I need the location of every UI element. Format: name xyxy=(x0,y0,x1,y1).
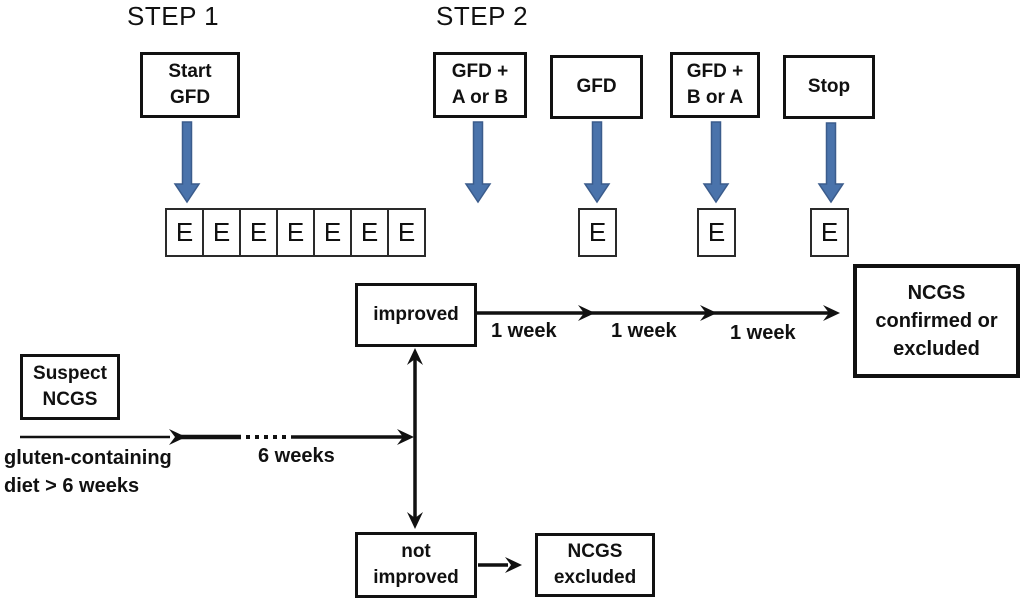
excluded-arrowhead-icon xyxy=(505,557,522,573)
e-box: E xyxy=(239,208,278,257)
not-improved-label: not xyxy=(401,541,431,562)
e-box: E xyxy=(165,208,204,257)
week-label-1: 1 week xyxy=(491,320,557,342)
up-arrowhead-improved-icon xyxy=(407,348,423,365)
e-box-gfd-b-or-a: E xyxy=(697,208,736,257)
down-arrow-stop-icon xyxy=(817,122,845,204)
week-label-2: 1 week xyxy=(611,320,677,342)
gfd-b-or-a-label: GFD + xyxy=(686,61,744,82)
down-arrow-gfd-b-or-a-icon xyxy=(702,121,730,204)
week-label-3: 1 week xyxy=(730,322,796,344)
e-box: E xyxy=(276,208,315,257)
e-row-step1: E E E E E E E xyxy=(165,208,426,257)
six-weeks-label: 6 weeks xyxy=(258,445,335,467)
ncgs-confirmed-box: NCGS confirmed or excluded xyxy=(853,264,1020,378)
down-arrow-gfd-a-or-b-icon xyxy=(464,121,492,204)
gluten-diet-note-line1: gluten-containing xyxy=(4,447,172,469)
ncgs-confirmed-label: NCGS xyxy=(907,282,966,304)
start-gfd-box: Start GFD xyxy=(140,52,240,118)
gluten-diet-note-line2: diet > 6 weeks xyxy=(4,475,140,497)
step1-label: STEP 1 xyxy=(127,1,220,31)
improved-label: improved xyxy=(373,304,459,325)
gluten-diet-note: gluten-containing diet > 6 weeks xyxy=(4,444,172,500)
stop-box: Stop xyxy=(783,55,875,119)
down-arrow-gfd-icon xyxy=(583,121,611,204)
improved-box: improved xyxy=(355,283,477,347)
start-gfd-label: Start xyxy=(168,61,212,82)
week-arrowhead-1-icon xyxy=(578,305,595,321)
week-arrowhead-2-icon xyxy=(700,305,717,321)
stop-label: Stop xyxy=(807,76,851,97)
e-box: E xyxy=(313,208,352,257)
step2-label: STEP 2 xyxy=(436,1,529,31)
not-improved-box: not improved xyxy=(355,532,477,598)
suspect-ncgs-box: Suspect NCGS xyxy=(20,354,120,420)
gfd-box: GFD xyxy=(550,55,643,119)
suspect-ncgs-label: Suspect xyxy=(33,363,107,384)
down-arrowhead-notimproved-icon xyxy=(407,512,423,529)
baseline-mid-arrowhead-icon xyxy=(169,429,186,445)
gfd-label: GFD xyxy=(576,76,617,97)
ncgs-excluded-label: NCGS xyxy=(567,541,623,562)
week-arrowhead-3-icon xyxy=(823,305,840,321)
gfd-a-or-b-label: GFD + xyxy=(451,61,509,82)
ncgs-excluded-box: NCGS excluded xyxy=(535,533,655,597)
e-box: E xyxy=(350,208,389,257)
gfd-b-or-a-box: GFD + B or A xyxy=(670,52,760,118)
baseline-end-arrowhead-icon xyxy=(397,429,414,445)
gfd-a-or-b-box: GFD + A or B xyxy=(433,52,527,118)
e-box-gfd: E xyxy=(578,208,617,257)
e-box: E xyxy=(202,208,241,257)
e-box-stop: E xyxy=(810,208,849,257)
e-box: E xyxy=(387,208,426,257)
down-arrow-start-gfd-icon xyxy=(173,121,201,204)
